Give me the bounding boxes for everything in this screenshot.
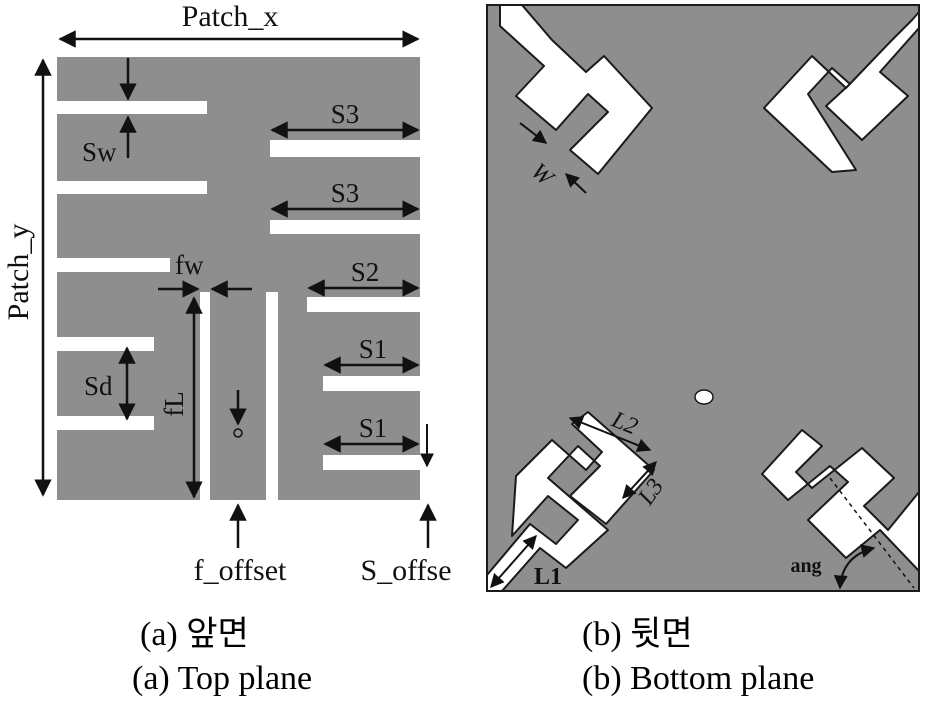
- caption-b-korean: (b) 뒷면: [582, 616, 693, 653]
- s3-upper-label: S3: [331, 99, 360, 129]
- sw-label: Sw: [82, 137, 117, 167]
- l1-arrow: [490, 534, 537, 589]
- s2-label: S2: [351, 257, 380, 287]
- bottom-plane-diagram: W L2 L3 L1 ang: [486, 4, 920, 592]
- fl-label: fL: [159, 391, 189, 416]
- s-offset-label: S_offse: [360, 554, 451, 587]
- meander-slot-top-right: [763, 11, 920, 173]
- l2-arrow: [568, 416, 652, 452]
- caption-a-english: (a) Top plane: [132, 660, 313, 697]
- meander-slot-top-left: [499, 4, 653, 175]
- f-offset-label: f_offset: [194, 554, 287, 587]
- angle-reference-dashed-line: [829, 477, 915, 589]
- ang-label: ang: [790, 555, 821, 577]
- l1-label: L1: [534, 564, 562, 590]
- w-arrow-right: [564, 173, 587, 194]
- w-arrow-left: [519, 122, 548, 144]
- patch-x-label: Patch_x: [182, 0, 279, 33]
- l3-arrow: [622, 460, 657, 500]
- patch-y-label: Patch_y: [2, 224, 35, 321]
- top-patch-copper: [57, 57, 420, 500]
- s3-lower-label: S3: [331, 178, 360, 208]
- top-plane-diagram: Patch_x Patch_y Sw S3 S3 fw S2 Sd fL S1: [2, 0, 452, 587]
- s1-upper-label: S1: [359, 334, 388, 364]
- caption-a-korean: (a) 앞면: [140, 616, 249, 653]
- fw-label: fw: [175, 250, 204, 280]
- via-hole: [694, 389, 714, 405]
- sd-label: Sd: [84, 371, 113, 401]
- meander-slot-bottom-right: [761, 429, 920, 572]
- s1-lower-label: S1: [359, 413, 388, 443]
- feed-point-marker: [233, 428, 243, 438]
- caption-b-english: (b) Bottom plane: [582, 660, 815, 697]
- angle-arc-arrow: [833, 544, 876, 590]
